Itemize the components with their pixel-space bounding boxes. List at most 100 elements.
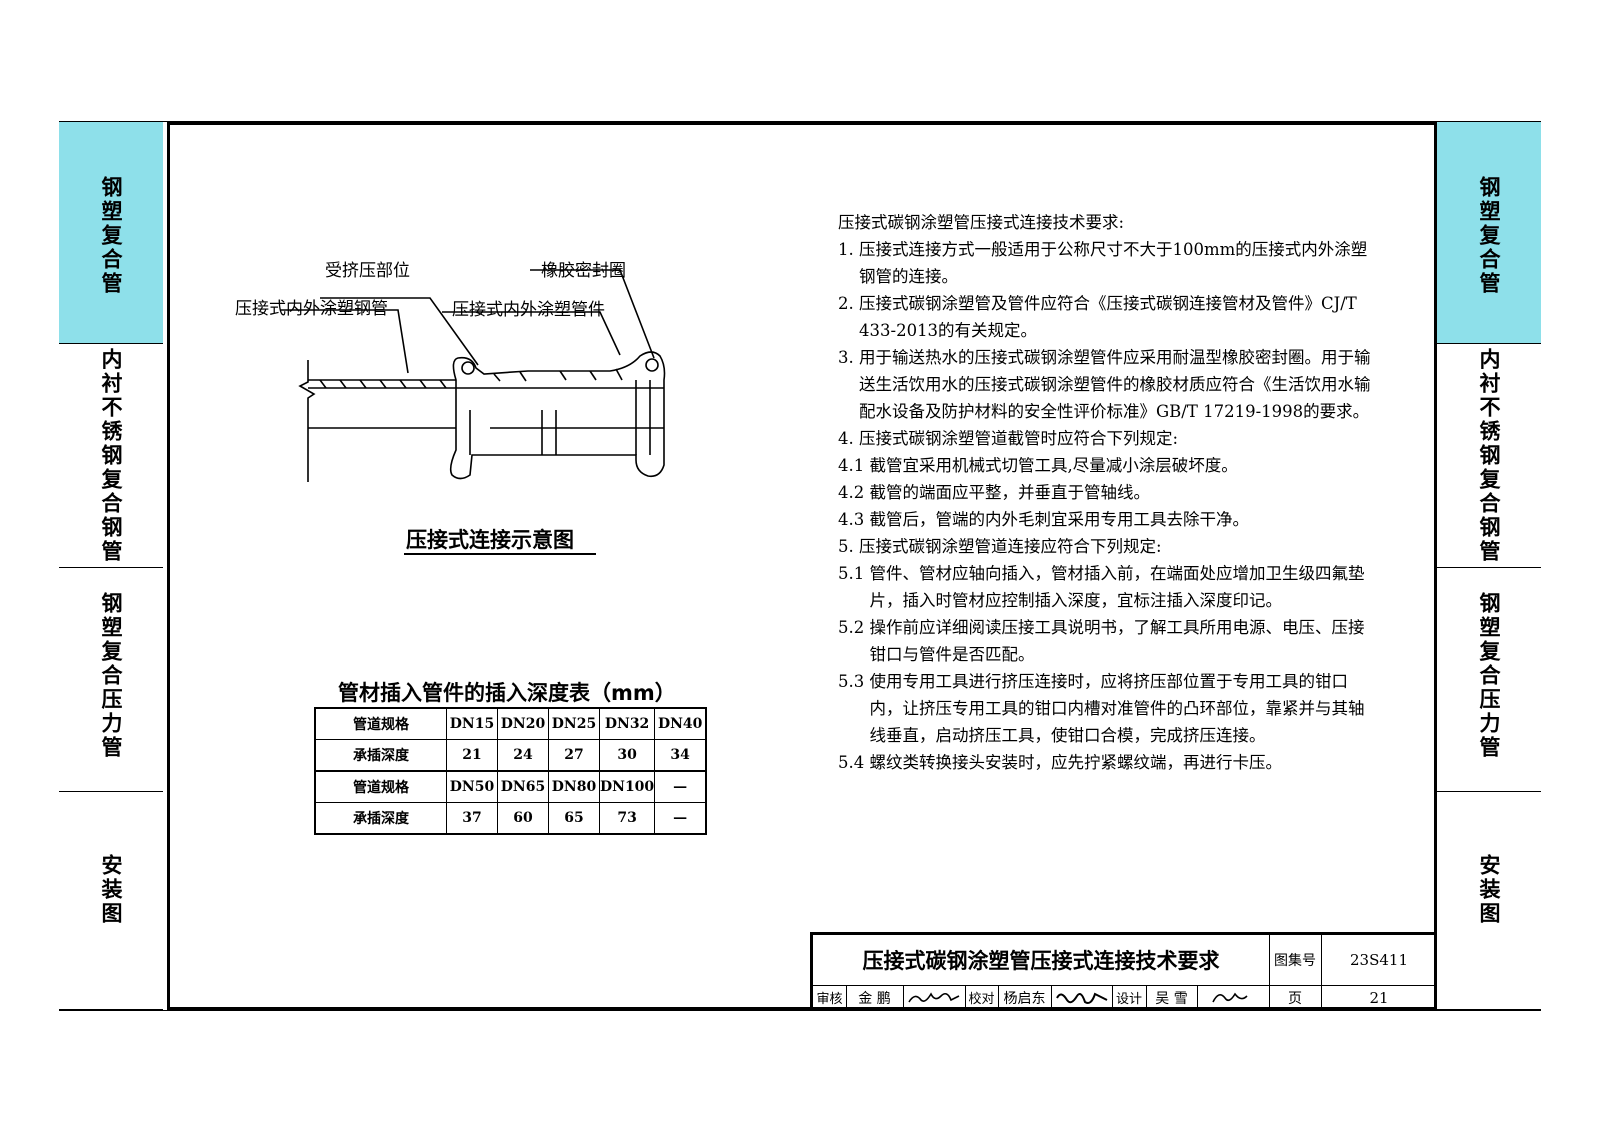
- table-cell: DN25: [548, 707, 600, 740]
- requirement-text: 螺纹类转换接头安装时，应先拧紧螺纹端，再进行卡压。: [869, 753, 1283, 772]
- side-tab-label: 安装图: [1477, 854, 1501, 926]
- side-tab-label: 内衬不锈钢复合钢管: [99, 348, 123, 564]
- requirement-text: 压接式连接方式一般适用于公称尺寸不大于100mm的压接式内外涂塑钢管的连接。: [859, 240, 1368, 286]
- requirement-number: 1.: [838, 240, 859, 259]
- diagram-title: 压接式连接示意图: [406, 528, 574, 552]
- table-cell: 21: [446, 739, 498, 772]
- designer-signature: [1212, 992, 1248, 1003]
- requirement-number: 2.: [838, 294, 859, 313]
- requirement-number: 4.2: [838, 483, 870, 502]
- label-rubber-ring: 橡胶密封圈: [541, 261, 626, 281]
- requirement-item: 2. 压接式碳钢涂塑管及管件应符合《压接式碳钢连接管材及管件》CJ/T 433-…: [838, 290, 1378, 344]
- label-coated-pipe: 压接式内外涂塑钢管: [235, 299, 388, 319]
- side-tab-label: 钢塑复合压力管: [99, 592, 123, 760]
- requirement-item: 4.1 截管宜采用机械式切管工具,尽量减小涂层破坏度。: [838, 452, 1378, 479]
- requirement-item: 4.3 截管后，管端的内外毛刺宜采用专用工具去除干净。: [838, 506, 1378, 533]
- table-cell: DN50: [446, 770, 498, 803]
- table-cell: DN32: [598, 707, 656, 740]
- atlas-label: 图集号: [1274, 953, 1316, 969]
- top-rule: [59, 121, 1541, 122]
- table-row: 承插深度 21 24 27 30 34: [314, 739, 707, 772]
- review-label: 审核: [816, 992, 843, 1007]
- atlas-number: 23S411: [1350, 951, 1408, 969]
- side-tab-label: 钢塑复合管: [99, 176, 123, 296]
- check-label: 校对: [968, 992, 995, 1007]
- table-cell: 65: [548, 802, 600, 835]
- side-tab-label: 钢塑复合管: [1477, 176, 1501, 296]
- requirement-number: 5.4: [838, 753, 870, 772]
- table-cell: 管道规格: [314, 707, 447, 740]
- side-tab-stainless-lined-pipe[interactable]: 内衬不锈钢复合钢管: [1437, 344, 1541, 568]
- side-tab-pressure-pipe[interactable]: 钢塑复合压力管: [1437, 568, 1541, 792]
- side-tab-steel-plastic-pipe[interactable]: 钢塑复合管: [59, 121, 163, 344]
- drawing-frame: [167, 122, 1437, 1010]
- side-tab-label: 内衬不锈钢复合钢管: [1477, 348, 1501, 564]
- table-cell: DN40: [654, 707, 707, 740]
- requirement-text: 用于输送热水的压接式碳钢涂塑管件应采用耐温型橡胶密封圈。用于输送生活饮用水的压接…: [859, 348, 1371, 421]
- table-cell: 承插深度: [314, 739, 447, 772]
- requirement-number: 3.: [838, 348, 859, 367]
- side-tab-label: 钢塑复合压力管: [1477, 592, 1501, 760]
- table-cell: —: [654, 802, 707, 835]
- page-number: 21: [1369, 988, 1389, 1007]
- table-cell: 承插深度: [314, 802, 447, 835]
- side-tab-pressure-pipe[interactable]: 钢塑复合压力管: [59, 568, 163, 792]
- requirement-number: 4.: [838, 429, 859, 448]
- table-cell: 27: [548, 739, 600, 772]
- requirement-number: 4.1: [838, 456, 870, 475]
- side-tab-installation[interactable]: 安装图: [59, 792, 163, 1010]
- requirement-text: 截管后，管端的内外毛刺宜采用专用工具去除干净。: [869, 510, 1250, 529]
- table-cell: 30: [598, 739, 656, 772]
- requirement-item: 5.4 螺纹类转换接头安装时，应先拧紧螺纹端，再进行卡压。: [838, 749, 1378, 776]
- requirement-number: 5.3: [838, 672, 870, 691]
- reviewer-signature: [908, 992, 960, 1003]
- table-row: 管道规格 DN50 DN65 DN80 DN100 —: [314, 770, 707, 803]
- designer-name: 吴 雪: [1155, 990, 1188, 1007]
- diagram-title-underline: [404, 553, 596, 555]
- requirement-text: 截管宜采用机械式切管工具,尽量减小涂层破坏度。: [869, 456, 1238, 475]
- side-tab-installation[interactable]: 安装图: [1437, 792, 1541, 1010]
- table-cell: 24: [497, 739, 549, 772]
- table-cell: 73: [598, 802, 656, 835]
- table-cell: 60: [497, 802, 549, 835]
- label-pressed-part: 受挤压部位: [325, 261, 410, 281]
- table-cell: 37: [446, 802, 498, 835]
- requirement-text: 压接式碳钢涂塑管道连接应符合下列规定:: [859, 537, 1162, 556]
- requirement-number: 5.2: [838, 618, 870, 637]
- requirement-text: 使用专用工具进行挤压连接时，应将挤压部位置于专用工具的钳口内，让挤压专用工具的钳…: [869, 672, 1365, 745]
- table-cell: DN80: [548, 770, 600, 803]
- bottom-rule: [59, 1010, 1541, 1011]
- requirement-item: 3. 用于输送热水的压接式碳钢涂塑管件应采用耐温型橡胶密封圈。用于输送生活饮用水…: [838, 344, 1378, 425]
- requirement-item: 4.2 截管的端面应平整，并垂直于管轴线。: [838, 479, 1378, 506]
- requirement-item: 5.2 操作前应详细阅读压接工具说明书，了解工具所用电源、电压、压接钳口与管件是…: [838, 614, 1378, 668]
- requirement-item: 5.3 使用专用工具进行挤压连接时，应将挤压部位置于专用工具的钳口内，让挤压专用…: [838, 668, 1378, 749]
- table-cell: DN15: [446, 707, 498, 740]
- table-row: 承插深度 37 60 65 73 —: [314, 802, 707, 835]
- table-cell: DN20: [497, 707, 549, 740]
- table-cell: DN100: [598, 770, 656, 803]
- design-label: 设计: [1115, 992, 1142, 1007]
- side-tab-stainless-lined-pipe[interactable]: 内衬不锈钢复合钢管: [59, 344, 163, 568]
- requirement-item: 5.1 管件、管材应轴向插入，管材插入前，在端面处应增加卫生级四氟垫片，插入时管…: [838, 560, 1378, 614]
- requirement-text: 管件、管材应轴向插入，管材插入前，在端面处应增加卫生级四氟垫片，插入时管材应控制…: [869, 564, 1365, 610]
- drawing-title: 压接式碳钢涂塑管压接式连接技术要求: [862, 949, 1220, 973]
- page-label: 页: [1288, 990, 1302, 1007]
- checker-name: 杨启东: [1003, 990, 1046, 1007]
- table-cell: —: [654, 770, 707, 803]
- requirement-number: 5.: [838, 537, 859, 556]
- requirement-item: 1. 压接式连接方式一般适用于公称尺寸不大于100mm的压接式内外涂塑钢管的连接…: [838, 236, 1378, 290]
- title-block: 压接式碳钢涂塑管压接式连接技术要求 图集号 23S411 页 21 审核 金 鹏…: [810, 932, 1437, 1010]
- insertion-depth-table: 管道规格 DN15 DN20 DN25 DN32 DN40 承插深度 21 24…: [314, 707, 708, 835]
- table-row: 管道规格 DN15 DN20 DN25 DN32 DN40: [314, 707, 707, 740]
- table-cell: 管道规格: [314, 770, 447, 803]
- requirement-number: 5.1: [838, 564, 870, 583]
- side-tab-steel-plastic-pipe[interactable]: 钢塑复合管: [1437, 121, 1541, 344]
- requirement-text: 压接式碳钢涂塑管道截管时应符合下列规定:: [859, 429, 1179, 448]
- requirement-item: 5. 压接式碳钢涂塑管道连接应符合下列规定:: [838, 533, 1378, 560]
- depth-table-title: 管材插入管件的插入深度表（mm）: [338, 681, 676, 705]
- side-tab-label: 安装图: [99, 854, 123, 926]
- requirement-item: 4. 压接式碳钢涂塑管道截管时应符合下列规定:: [838, 425, 1378, 452]
- technical-requirements: 压接式碳钢涂塑管压接式连接技术要求: 1. 压接式连接方式一般适用于公称尺寸不大…: [838, 209, 1378, 776]
- requirement-number: 4.3: [838, 510, 870, 529]
- reviewer-name: 金 鹏: [858, 990, 891, 1007]
